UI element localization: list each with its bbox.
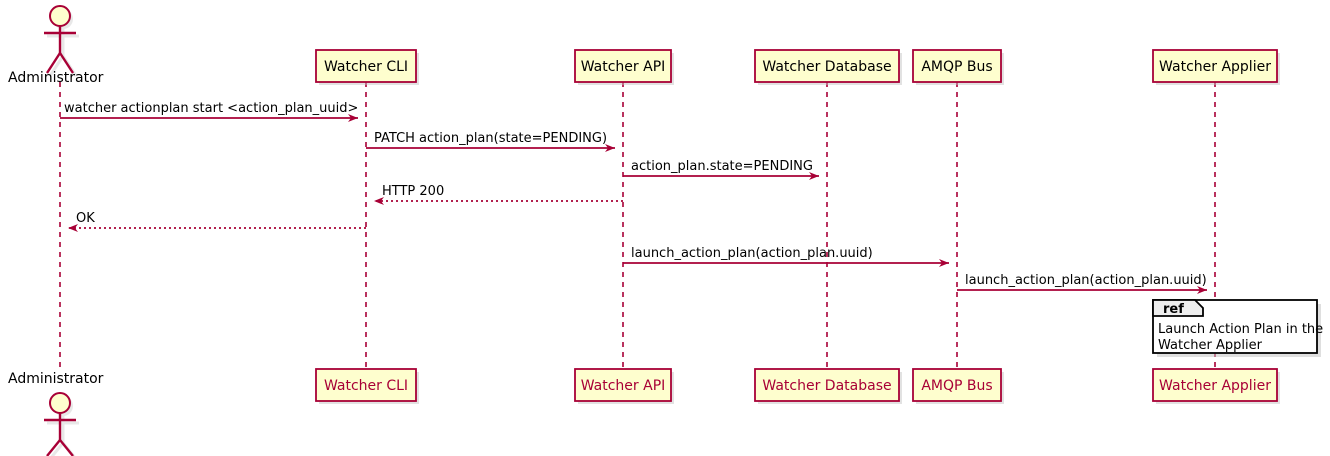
participant-label-watcher-applier-top: Watcher Applier <box>1159 59 1271 75</box>
participant-watcher-cli-bottom[interactable]: Watcher CLI <box>315 368 419 404</box>
participant-label-watcher-api-top: Watcher API <box>581 59 666 75</box>
participant-amqp-bus-bottom[interactable]: AMQP Bus <box>912 368 1004 404</box>
message-msg-1[interactable]: watcher actionplan start <action_plan_uu… <box>60 101 358 122</box>
participant-box[interactable] <box>912 49 1002 83</box>
ref-tab <box>1152 299 1204 317</box>
actor-label-administrator-top: Administrator <box>8 70 104 86</box>
lifelines-layer <box>59 82 1216 369</box>
participant-box[interactable] <box>1152 49 1278 83</box>
actor-head-icon <box>49 5 71 27</box>
message-label-msg-6: launch_action_plan(action_plan.uuid) <box>631 246 873 261</box>
message-label-msg-4: HTTP 200 <box>382 184 444 199</box>
participant-watcher-api-top[interactable]: Watcher API <box>574 49 674 85</box>
participant-watcher-cli-top[interactable]: Watcher CLI <box>315 49 419 85</box>
message-msg-2[interactable]: PATCH action_plan(state=PENDING) <box>366 131 615 152</box>
message-label-msg-2: PATCH action_plan(state=PENDING) <box>374 131 607 146</box>
participant-label-amqp-bus-bottom: AMQP Bus <box>921 378 992 394</box>
actor-administrator-top: Administrator <box>8 5 104 86</box>
participant-label-watcher-cli-top: Watcher CLI <box>324 59 408 75</box>
participant-box[interactable] <box>754 368 900 402</box>
participant-box[interactable] <box>574 368 672 402</box>
message-label-msg-7: launch_action_plan(action_plan.uuid) <box>965 273 1207 288</box>
participant-watcher-applier-top[interactable]: Watcher Applier <box>1152 49 1280 85</box>
participant-box[interactable] <box>315 368 417 402</box>
message-msg-7[interactable]: launch_action_plan(action_plan.uuid) <box>957 273 1207 294</box>
message-msg-3[interactable]: action_plan.state=PENDING <box>623 159 819 180</box>
participants-bottom-layer: Administrator Watcher CLI Watcher API Watch… <box>8 368 1280 456</box>
participant-label-amqp-bus-top: AMQP Bus <box>921 59 992 75</box>
message-msg-5[interactable]: OK <box>68 211 366 232</box>
participant-box[interactable] <box>315 49 417 83</box>
message-msg-6[interactable]: launch_action_plan(action_plan.uuid) <box>623 246 949 267</box>
participant-watcher-database-bottom[interactable]: Watcher Database <box>754 368 902 404</box>
message-label-msg-1: watcher actionplan start <action_plan_uu… <box>64 101 358 116</box>
ref-body-line-0: Launch Action Plan in the <box>1158 322 1323 337</box>
ref-title: ref <box>1163 302 1184 317</box>
participant-label-watcher-cli-bottom: Watcher CLI <box>324 378 408 394</box>
participant-box[interactable] <box>912 368 1002 402</box>
participant-label-watcher-database-bottom: Watcher Database <box>762 378 891 394</box>
participant-amqp-bus-top[interactable]: AMQP Bus <box>912 49 1004 85</box>
participant-label-watcher-api-bottom: Watcher API <box>581 378 666 394</box>
messages-layer: watcher actionplan start <action_plan_uu… <box>60 101 1207 294</box>
ref-body-line-1: Watcher Applier <box>1158 338 1263 353</box>
message-msg-4[interactable]: HTTP 200 <box>374 184 623 205</box>
participant-box[interactable] <box>1152 368 1278 402</box>
actor-administrator-bottom: Administrator <box>8 371 104 456</box>
actor-label-administrator-bottom: Administrator <box>8 371 104 387</box>
participant-watcher-applier-bottom[interactable]: Watcher Applier <box>1152 368 1280 404</box>
participant-watcher-database-top[interactable]: Watcher Database <box>754 49 902 85</box>
participants-top-layer: Administrator Watcher CLI Watcher API Watch… <box>8 5 1280 86</box>
participant-label-watcher-applier-bottom: Watcher Applier <box>1159 378 1271 394</box>
participant-box[interactable] <box>574 49 672 83</box>
participant-label-watcher-database-top: Watcher Database <box>762 59 891 75</box>
actor-head-icon <box>49 392 71 414</box>
message-label-msg-5: OK <box>76 211 95 226</box>
message-label-msg-3: action_plan.state=PENDING <box>631 159 813 174</box>
participant-watcher-api-bottom[interactable]: Watcher API <box>574 368 674 404</box>
participant-box[interactable] <box>754 49 900 83</box>
